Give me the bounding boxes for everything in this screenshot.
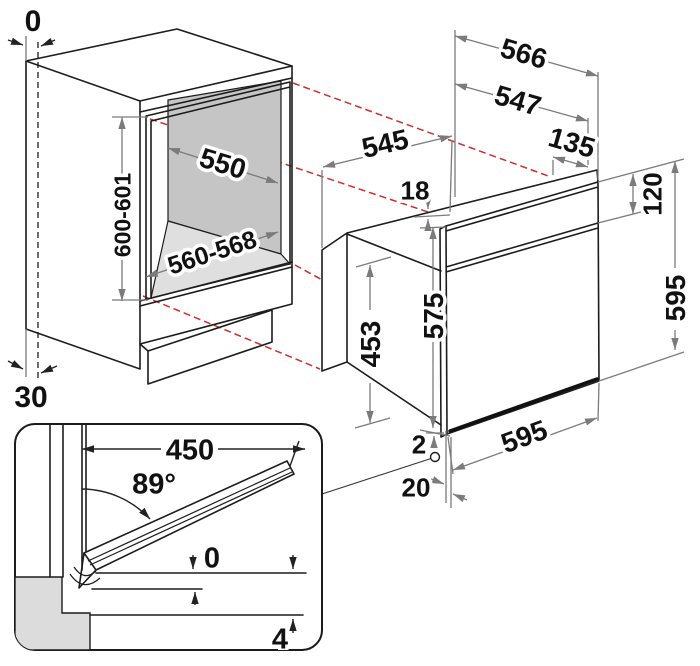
dim-width-body-label: 547 [491,79,544,122]
dim-width-overall-label: 566 [497,32,550,75]
dim-depth-label: 545 [359,123,411,164]
cabinet-dimensions: 0 30 600-601 550 560-568 [7,1,279,417]
dim-top-gap-label: 0 [25,5,42,38]
dim-frame-overlap-top-label: 18 [401,175,430,205]
door-detail-view: 450 89° 0 4 [14,423,323,655]
plinth-cross-section [15,576,91,650]
dim-body-height-label: 453 [355,321,386,368]
dim-control-height-label: 120 [637,172,667,215]
hinge-curve [69,566,101,586]
dim-clearance-zero-label: 0 [204,542,220,574]
dim-width-front-label: 595 [497,414,552,459]
dim-clearance-floor-label: 4 [272,623,288,655]
cabinet-drawing [25,28,293,385]
dim-door-angle-label: 89° [132,468,176,500]
dim-height-label: 595 [660,275,691,322]
dim-bottom-recess-label: 20 [402,472,431,502]
dim-door-reach-label: 450 [166,434,214,466]
oven-drawing [321,169,600,438]
detail-callout-marker [429,451,441,463]
detail-leader-line [321,458,431,495]
dim-door-height-label: 575 [418,293,449,340]
dim-plinth-gap-label: 30 [14,381,47,414]
dim-frame-overlap-bottom-label: 2 [412,429,426,459]
dim-niche-height-label: 600-601 [109,173,135,258]
